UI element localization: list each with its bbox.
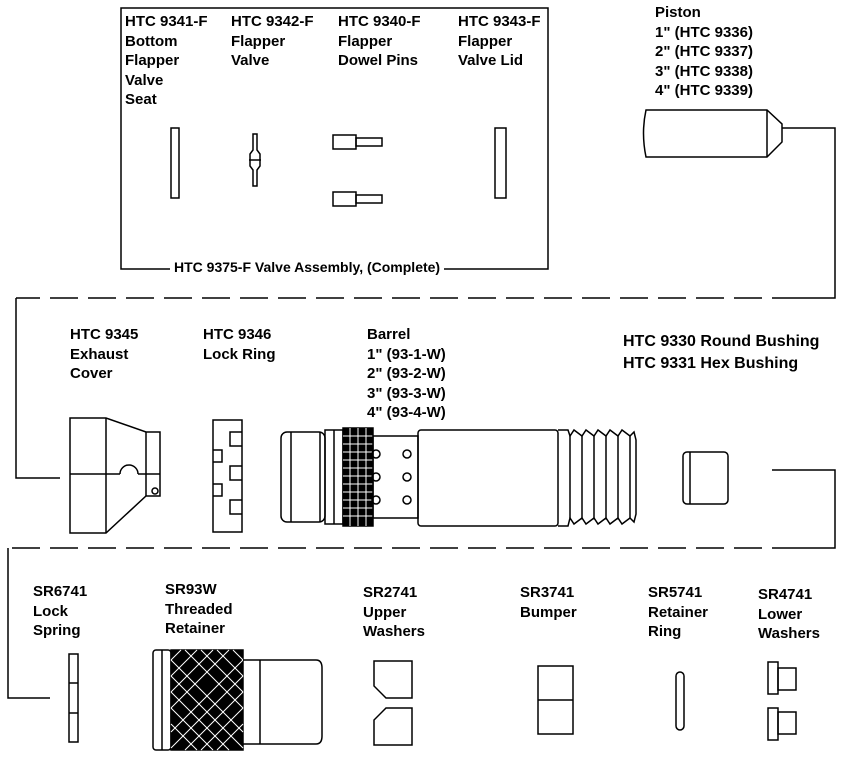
label-threaded-retainer: SR93W Threaded Retainer	[165, 580, 233, 639]
label-line: HTC 9340-F	[338, 13, 421, 30]
upper-washer-part-2	[373, 707, 413, 746]
lower-washer-part-1	[767, 661, 797, 695]
label-line: Valve	[231, 52, 270, 69]
label-line: Dowel Pins	[338, 52, 419, 69]
label-line: 1" (93-1-W)	[367, 345, 446, 363]
label-line: HTC 9345	[70, 326, 139, 343]
label-line: SR3741	[520, 584, 575, 601]
label-line: Upper	[363, 603, 407, 621]
label-line: Flapper	[458, 32, 513, 50]
label-flapper-valve: HTC 9342-F Flapper Valve	[231, 12, 314, 71]
lock-spring-part	[68, 653, 79, 743]
label-line: Spring	[33, 622, 81, 639]
label-line: 2" (93-2-W)	[367, 365, 446, 382]
label-line: Flapper	[125, 52, 180, 69]
label-line: Valve Lid	[458, 52, 524, 69]
label-piston: Piston 1" (HTC 9336) 2" (HTC 9337) 3" (H…	[655, 3, 753, 101]
exhaust-cover-part	[69, 417, 161, 534]
label-upper-washers: SR2741 Upper Washers	[363, 583, 425, 642]
barrel-part	[280, 427, 637, 527]
label-line: Lock	[33, 602, 69, 620]
flapper-dowel-pin-part-2	[332, 191, 383, 207]
label-bottom-flapper-valve-seat: HTC 9341-F Bottom Flapper Valve Seat	[125, 12, 208, 110]
label-lower-washers: SR4741 Lower Washers	[758, 585, 820, 644]
label-line: 1" (HTC 9336)	[655, 23, 753, 41]
retainer-ring-part	[675, 671, 685, 731]
label-line: Valve	[125, 71, 164, 89]
label-line: Threaded	[165, 600, 233, 618]
label-line: Flapper	[231, 32, 286, 50]
label-retainer-ring: SR5741 Retainer Ring	[648, 583, 708, 642]
piston-part	[642, 109, 783, 158]
upper-washer-part-1	[373, 660, 413, 699]
label-barrel: Barrel 1" (93-1-W) 2" (93-2-W) 3" (93-3-…	[367, 325, 446, 423]
label-line: 4" (93-4-W)	[367, 404, 446, 421]
lower-washer-part-2	[767, 707, 797, 741]
label-line: 3" (93-3-W)	[367, 384, 446, 402]
flapper-dowel-pin-part-1	[332, 134, 383, 150]
label-line: SR4741	[758, 586, 813, 603]
label-flapper-dowel-pins: HTC 9340-F Flapper Dowel Pins	[338, 12, 421, 71]
label-line: Piston	[655, 4, 701, 21]
label-line: HTC 9341-F	[125, 13, 208, 30]
label-line: Ring	[648, 623, 682, 640]
bottom-flapper-valve-seat-part	[170, 127, 180, 199]
threaded-retainer-part	[152, 649, 323, 751]
label-lock-spring: SR6741 Lock Spring	[33, 582, 87, 641]
label-line: HTC 9330 Round Bushing	[623, 333, 820, 350]
label-line: Bumper	[520, 603, 577, 621]
bushing-part	[682, 451, 729, 505]
label-exhaust-cover: HTC 9345 Exhaust Cover	[70, 325, 138, 384]
label-line: Retainer	[165, 620, 226, 637]
label-lock-ring: HTC 9346 Lock Ring	[203, 325, 276, 364]
label-flapper-valve-lid: HTC 9343-F Flapper Valve Lid	[458, 12, 541, 71]
label-line: Barrel	[367, 326, 411, 343]
valve-assembly-label: HTC 9375-F Valve Assembly, (Complete)	[170, 259, 445, 275]
label-line: Washers	[363, 623, 425, 640]
label-line: 3" (HTC 9338)	[655, 62, 753, 80]
label-line: SR2741	[363, 584, 418, 601]
label-line: Exhaust	[70, 345, 129, 363]
label-bumper: SR3741 Bumper	[520, 583, 577, 622]
flapper-valve-part	[249, 133, 261, 187]
bumper-part	[537, 665, 574, 735]
label-line: 2" (HTC 9337)	[655, 43, 753, 60]
label-line: SR93W	[165, 581, 217, 598]
label-line: Cover	[70, 365, 113, 382]
label-line: SR6741	[33, 583, 88, 600]
label-line: Bottom	[125, 32, 178, 50]
label-line: Washers	[758, 625, 820, 642]
label-bushing: HTC 9330 Round Bushing HTC 9331 Hex Bush…	[623, 331, 819, 375]
label-line: SR5741	[648, 584, 703, 601]
label-line: 4" (HTC 9339)	[655, 82, 753, 99]
label-line: HTC 9342-F	[231, 13, 314, 30]
label-line: Lock Ring	[203, 345, 276, 363]
label-line: HTC 9346	[203, 326, 272, 343]
label-line: Retainer	[648, 603, 709, 621]
label-line: Flapper	[338, 32, 393, 50]
lock-ring-part	[212, 419, 243, 533]
label-line: Lower	[758, 605, 803, 623]
label-line: HTC 9343-F	[458, 13, 541, 30]
flapper-valve-lid-part	[494, 127, 507, 199]
label-line: Seat	[125, 91, 157, 108]
label-line: HTC 9331 Hex Bushing	[623, 355, 799, 372]
